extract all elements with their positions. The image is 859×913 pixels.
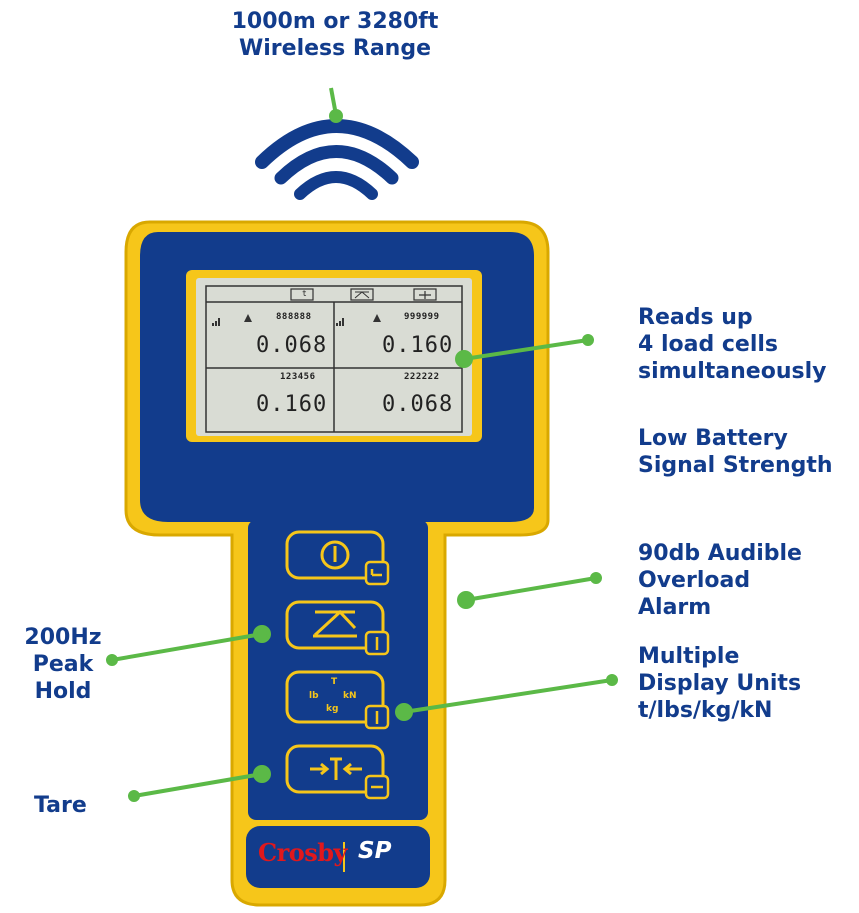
lcd-peak-icon xyxy=(350,288,374,301)
enter-badge xyxy=(364,560,390,586)
tare-button xyxy=(285,744,385,794)
lcd-tare-icon xyxy=(413,288,437,301)
brand-logo-sp: SP xyxy=(358,838,392,864)
callout-tare: Tare xyxy=(34,793,87,818)
units-button xyxy=(285,670,385,724)
callout-display-units: Multiple Display Units t/lbs/kg/kN xyxy=(638,644,802,723)
power-icon xyxy=(320,540,350,570)
peak-hold-icon xyxy=(313,609,357,638)
signal-strength-icon xyxy=(212,318,344,326)
cell-3-value: 0.160 xyxy=(256,392,328,417)
peak-hold-button xyxy=(285,600,385,650)
cell-1-value: 0.068 xyxy=(256,333,328,358)
cell-2-id: 999999 xyxy=(404,312,440,322)
lcd-readouts: 888888 999999 0.068 0.160 123456 222222 … xyxy=(206,284,464,432)
callout-wireless-range: 1000m or 3280ft Wireless Range xyxy=(231,9,439,61)
callout-leaders xyxy=(106,334,618,802)
cell-4-value: 0.068 xyxy=(382,392,454,417)
unit-kg-label: kg xyxy=(326,704,339,714)
callout-overload-alarm: 90db Audible Overload Alarm xyxy=(638,541,802,620)
unit-lb-label: lb xyxy=(309,691,319,701)
unit-t-label: T xyxy=(331,677,338,687)
cell-3-id: 123456 xyxy=(280,372,316,382)
wireless-signal-icon xyxy=(255,119,419,200)
callout-load-cells: Reads up 4 load cells simultaneously xyxy=(638,305,827,384)
cell-2-value: 0.160 xyxy=(382,333,454,358)
unit-kn-label: kN xyxy=(343,691,357,701)
lcd-unit-icon xyxy=(290,288,314,301)
brand-logo-crosby: Crosby xyxy=(258,838,348,867)
cell-1-id: 888888 xyxy=(276,312,312,322)
power-button xyxy=(285,530,385,580)
tare-icon xyxy=(310,757,362,780)
lcd-unit-label: t xyxy=(302,289,308,298)
cell-4-id: 222222 xyxy=(404,372,440,382)
callout-peak-hold: 200Hz Peak Hold xyxy=(24,625,102,704)
callout-battery-signal: Low Battery Signal Strength xyxy=(638,426,833,478)
battery-icon xyxy=(244,314,381,322)
